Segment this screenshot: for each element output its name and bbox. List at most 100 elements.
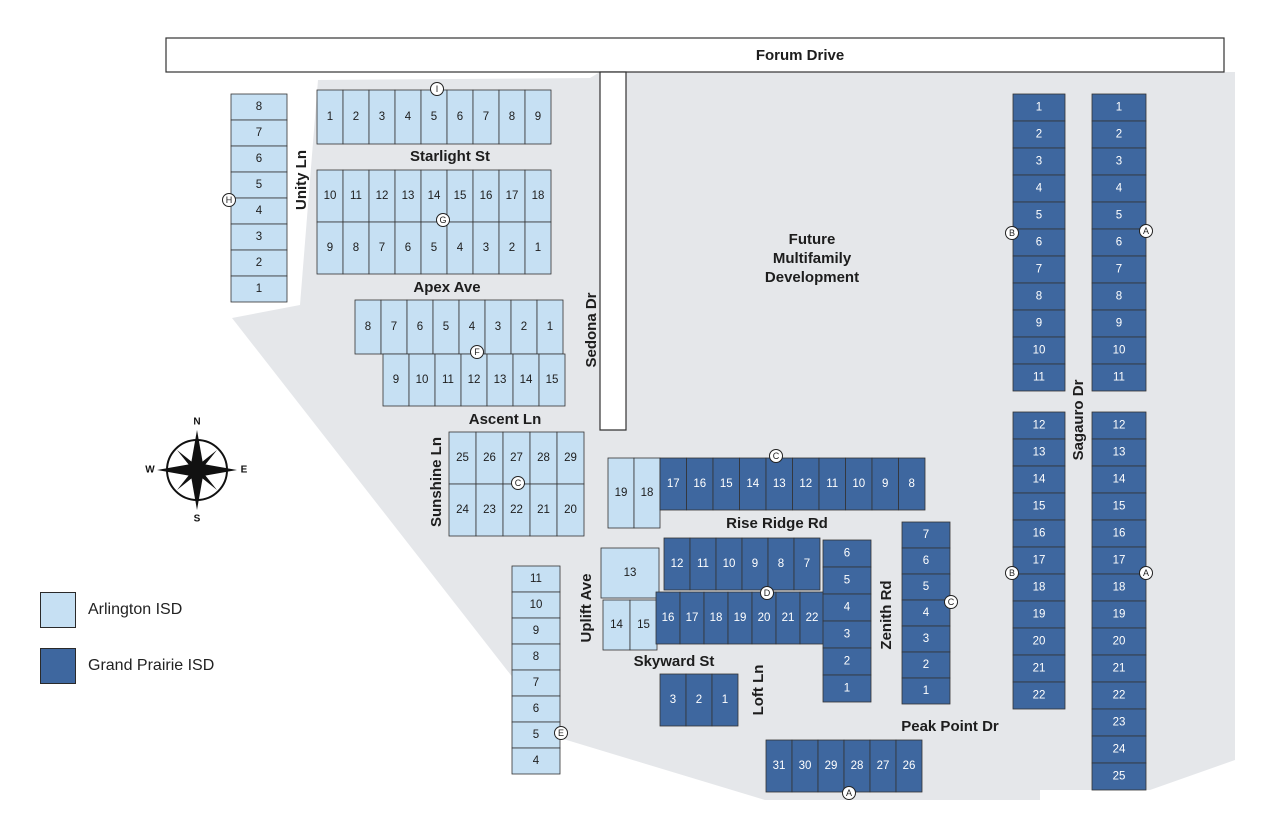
lot-parcel[interactable]: [686, 457, 714, 511]
lot-parcel[interactable]: [791, 739, 819, 793]
lot-parcel[interactable]: [1091, 363, 1147, 392]
lot-parcel[interactable]: [765, 739, 793, 793]
lot-parcel[interactable]: [792, 457, 820, 511]
lot-parcel[interactable]: [685, 673, 713, 727]
lot-parcel[interactable]: [895, 739, 923, 793]
lot-parcel[interactable]: [1012, 120, 1066, 149]
lot-parcel[interactable]: [486, 353, 514, 407]
lot-parcel[interactable]: [715, 537, 743, 591]
lot-parcel[interactable]: [1091, 546, 1147, 575]
lot-parcel[interactable]: [767, 537, 795, 591]
lot-parcel[interactable]: [502, 483, 531, 537]
lot-parcel[interactable]: [845, 457, 873, 511]
lot-parcel[interactable]: [822, 620, 872, 649]
lot-parcel[interactable]: [316, 221, 344, 275]
lot-parcel[interactable]: [1012, 93, 1066, 122]
lot-parcel[interactable]: [524, 169, 552, 223]
lot-parcel[interactable]: [1091, 309, 1147, 338]
lot-parcel[interactable]: [602, 599, 631, 651]
lot-parcel[interactable]: [420, 221, 448, 275]
lot-parcel[interactable]: [871, 457, 899, 511]
lot-parcel[interactable]: [512, 353, 540, 407]
lot-parcel[interactable]: [368, 89, 396, 145]
lot-parcel[interactable]: [901, 677, 951, 705]
lot-parcel[interactable]: [1091, 627, 1147, 656]
lot-parcel[interactable]: [460, 353, 488, 407]
lot-parcel[interactable]: [1091, 120, 1147, 149]
lot-parcel[interactable]: [629, 599, 658, 651]
lot-parcel[interactable]: [1012, 465, 1066, 494]
lot-parcel[interactable]: [822, 539, 872, 568]
lot-parcel[interactable]: [472, 221, 500, 275]
lot-parcel[interactable]: [1091, 708, 1147, 737]
lot-parcel[interactable]: [751, 591, 777, 645]
lot-parcel[interactable]: [659, 673, 687, 727]
lot-parcel[interactable]: [901, 599, 951, 627]
lot-parcel[interactable]: [446, 169, 474, 223]
lot-parcel[interactable]: [703, 591, 729, 645]
lot-parcel[interactable]: [230, 171, 288, 199]
lot-parcel[interactable]: [1012, 492, 1066, 521]
lot-parcel[interactable]: [901, 547, 951, 575]
lot-parcel[interactable]: [511, 591, 561, 619]
lot-parcel[interactable]: [524, 221, 552, 275]
lot-parcel[interactable]: [511, 565, 561, 593]
lot-parcel[interactable]: [472, 169, 500, 223]
lot-parcel[interactable]: [511, 643, 561, 671]
lot-parcel[interactable]: [498, 89, 526, 145]
lot-parcel[interactable]: [898, 457, 926, 511]
lot-parcel[interactable]: [1091, 174, 1147, 203]
lot-parcel[interactable]: [655, 591, 681, 645]
lot-parcel[interactable]: [524, 89, 552, 145]
lot-parcel[interactable]: [633, 457, 661, 529]
lot-parcel[interactable]: [472, 89, 500, 145]
lot-parcel[interactable]: [1091, 465, 1147, 494]
lot-parcel[interactable]: [775, 591, 801, 645]
lot-parcel[interactable]: [869, 739, 897, 793]
lot-parcel[interactable]: [1091, 438, 1147, 467]
lot-parcel[interactable]: [406, 299, 434, 355]
lot-parcel[interactable]: [1012, 309, 1066, 338]
lot-parcel[interactable]: [679, 591, 705, 645]
lot-parcel[interactable]: [799, 591, 825, 645]
lot-parcel[interactable]: [342, 221, 370, 275]
lot-parcel[interactable]: [408, 353, 436, 407]
lot-parcel[interactable]: [1012, 201, 1066, 230]
lot-parcel[interactable]: [1091, 336, 1147, 365]
lot-parcel[interactable]: [1012, 681, 1066, 710]
lot-parcel[interactable]: [822, 593, 872, 622]
lot-parcel[interactable]: [316, 89, 344, 145]
lot-parcel[interactable]: [711, 673, 739, 727]
lot-parcel[interactable]: [394, 89, 422, 145]
lot-parcel[interactable]: [1091, 282, 1147, 311]
lot-parcel[interactable]: [1012, 255, 1066, 284]
lot-parcel[interactable]: [822, 566, 872, 595]
lot-parcel[interactable]: [538, 353, 566, 407]
lot-parcel[interactable]: [434, 353, 462, 407]
lot-parcel[interactable]: [502, 431, 531, 485]
lot-parcel[interactable]: [498, 169, 526, 223]
lot-parcel[interactable]: [727, 591, 753, 645]
lot-parcel[interactable]: [741, 537, 769, 591]
lot-parcel[interactable]: [1091, 147, 1147, 176]
lot-parcel[interactable]: [475, 431, 504, 485]
lot-parcel[interactable]: [448, 431, 477, 485]
lot-parcel[interactable]: [458, 299, 486, 355]
lot-parcel[interactable]: [536, 299, 564, 355]
lot-parcel[interactable]: [475, 483, 504, 537]
lot-parcel[interactable]: [1091, 255, 1147, 284]
lot-parcel[interactable]: [765, 457, 793, 511]
lot-parcel[interactable]: [1091, 228, 1147, 257]
lot-parcel[interactable]: [1012, 411, 1066, 440]
lot-parcel[interactable]: [1012, 573, 1066, 602]
lot-parcel[interactable]: [498, 221, 526, 275]
lot-parcel[interactable]: [663, 537, 691, 591]
lot-parcel[interactable]: [901, 573, 951, 601]
lot-parcel[interactable]: [529, 483, 558, 537]
lot-parcel[interactable]: [511, 747, 561, 775]
lot-parcel[interactable]: [230, 119, 288, 147]
lot-parcel[interactable]: [511, 617, 561, 645]
lot-parcel[interactable]: [901, 521, 951, 549]
lot-parcel[interactable]: [712, 457, 740, 511]
lot-parcel[interactable]: [1012, 438, 1066, 467]
